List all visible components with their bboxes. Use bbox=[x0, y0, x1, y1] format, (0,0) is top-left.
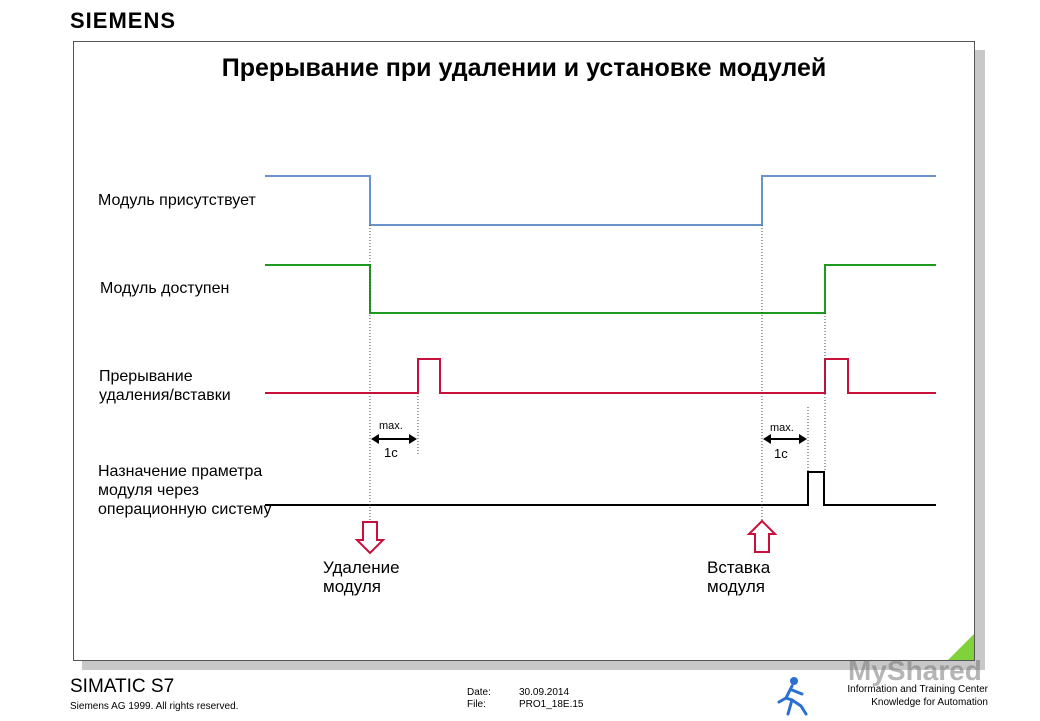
product-name: SIMATIC S7 bbox=[70, 676, 175, 697]
file-value: PRO1_18E.15 bbox=[519, 699, 584, 710]
date-label: Date: bbox=[467, 687, 491, 698]
interval-1-duration: 1c bbox=[384, 445, 398, 460]
removal-arrow bbox=[354, 521, 386, 555]
footer-meta: Date: 30.09.2014 File: PRO1_18E.15 bbox=[467, 687, 584, 711]
insert-arrow bbox=[746, 519, 778, 553]
copyright: Siemens AG 1999. All rights reserved. bbox=[70, 701, 239, 712]
event-insert-label: Вставка модуля bbox=[707, 558, 771, 596]
timing-diagram bbox=[265, 175, 936, 555]
signal-param-line bbox=[265, 471, 936, 506]
label-param-assignment: Назначение праметра модуля через операци… bbox=[98, 463, 272, 518]
signal-interrupt-line bbox=[265, 358, 936, 394]
interval-2-max: max. bbox=[770, 422, 794, 434]
file-label: File: bbox=[467, 699, 486, 710]
center-line-2: Knowledge for Automation bbox=[871, 697, 988, 708]
interval-arrow-2 bbox=[763, 434, 807, 444]
runner-logo-icon bbox=[775, 676, 809, 721]
interval-2-duration: 1c bbox=[774, 446, 788, 461]
footer-right: Information and Training Center Knowledg… bbox=[847, 683, 988, 709]
label-interrupt: Прерывание удаления/вставки bbox=[99, 368, 231, 404]
event-removal-label: Удаление модуля bbox=[323, 558, 400, 596]
signal-available-line bbox=[265, 264, 936, 314]
label-module-present: Модуль присутствует bbox=[98, 192, 256, 209]
slide: Прерывание при удалении и установке моду… bbox=[73, 41, 975, 661]
center-line-1: Information and Training Center bbox=[847, 684, 988, 695]
siemens-logo: SIEMENS bbox=[70, 8, 177, 33]
signal-present-line bbox=[265, 175, 936, 226]
label-module-available: Модуль доступен bbox=[100, 280, 230, 297]
slide-corner-accent bbox=[948, 634, 974, 660]
watermark: MyShared bbox=[848, 655, 982, 686]
date-value: 30.09.2014 bbox=[519, 687, 570, 698]
footer-left: SIMATIC S7 Siemens AG 1999. All rights r… bbox=[70, 676, 238, 712]
interval-1-max: max. bbox=[379, 420, 403, 432]
slide-title: Прерывание при удалении и установке моду… bbox=[221, 54, 827, 82]
interval-arrow-1 bbox=[371, 434, 417, 444]
